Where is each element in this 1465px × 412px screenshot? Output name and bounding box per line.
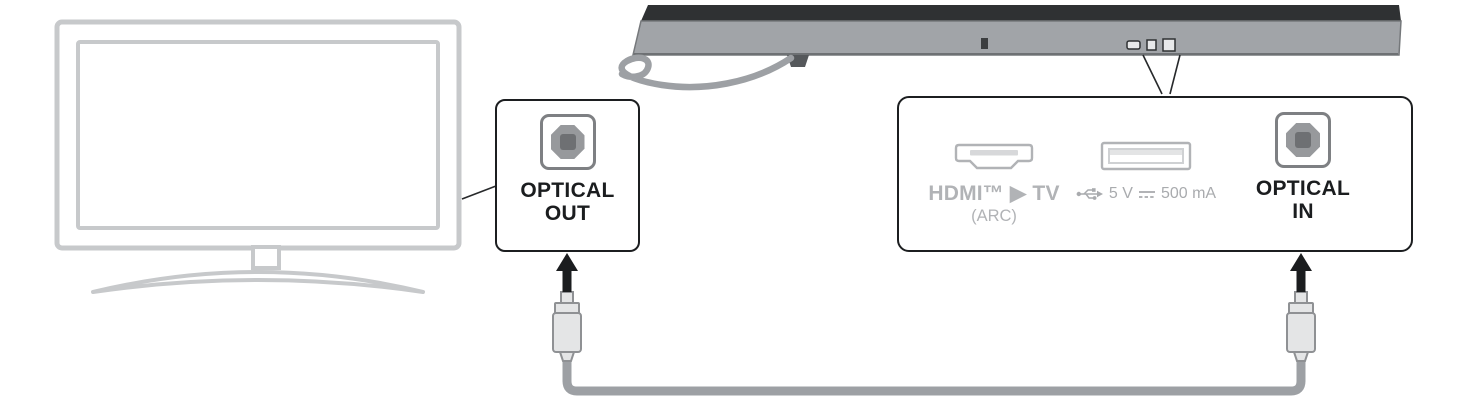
tv-stand-column — [251, 245, 281, 270]
optical-out-label-line2: OUT — [544, 202, 591, 226]
usb-port-group: 5 V 500 mA — [1071, 98, 1221, 250]
tv-stand-base — [91, 270, 425, 294]
usb-port-icon — [1100, 141, 1192, 171]
optical-cable-plug-icon — [1286, 291, 1316, 362]
usb-rating-label: 5 V 500 mA — [1076, 185, 1216, 203]
callout-connector-lines — [461, 54, 1181, 200]
soundbar-detail — [981, 38, 988, 49]
soundbar-body — [632, 20, 1402, 56]
optical-in-label: OPTICAL IN — [1256, 177, 1350, 223]
hdmi-port-icon — [954, 143, 1034, 170]
optical-out-label: OPTICAL OUT — [520, 179, 614, 225]
hdmi-label: HDMI™ ▶ TV — [928, 182, 1060, 205]
optical-out-label-line1: OPTICAL — [520, 179, 615, 202]
usb-voltage: 5 V — [1108, 185, 1133, 202]
arrow-up-icon — [556, 253, 578, 292]
arrow-up-icon — [1290, 253, 1312, 292]
soundbar — [618, 5, 1402, 91]
hdmi-arc-label: (ARC) — [971, 207, 1017, 225]
optical-cable — [562, 358, 1306, 396]
optical-in-port-group: OPTICAL IN — [1223, 98, 1383, 250]
soundbar-callout-line-2 — [1169, 54, 1181, 95]
dc-symbol-icon — [1138, 190, 1155, 198]
optical-in-label-line2: IN — [1292, 200, 1314, 224]
soundbar-bottom-ports — [1126, 38, 1176, 52]
optical-port-icon — [1275, 112, 1331, 168]
optical-in-label-line1: OPTICAL — [1255, 177, 1351, 200]
tv-screen — [76, 40, 440, 230]
optical-port-icon — [539, 114, 596, 170]
usb-current: 500 mA — [1160, 185, 1217, 202]
optical-out-callout: OPTICAL OUT — [495, 99, 640, 252]
optical-cable-plug-icon — [552, 291, 582, 362]
soundbar-callout-line-1 — [1142, 54, 1163, 95]
hdmi-port-group: HDMI™ ▶ TV (ARC) — [917, 98, 1071, 250]
soundbar-rear-panel-callout: HDMI™ ▶ TV (ARC) 5 V — [897, 96, 1413, 252]
soundbar-top — [641, 5, 1401, 21]
tv — [54, 19, 462, 294]
soundbar-power-cord — [618, 54, 795, 91]
tv-callout-line — [461, 185, 497, 200]
usb-symbol-icon — [1076, 188, 1103, 200]
